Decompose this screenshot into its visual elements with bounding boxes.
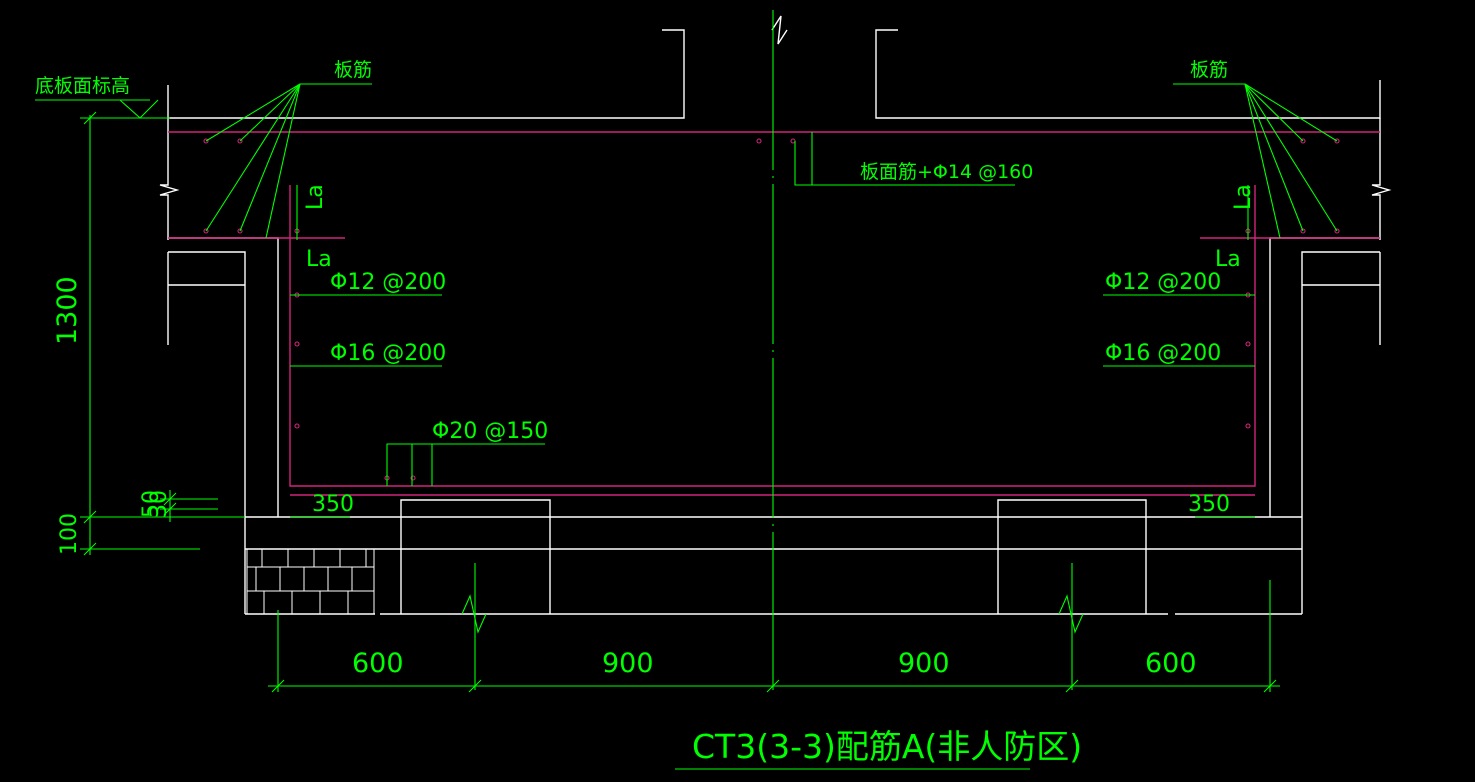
rebar-dots [203, 138, 1340, 481]
la-left: La [306, 247, 332, 272]
rebar-lines [168, 131, 1380, 496]
slab-bar-label-left: 板筋 [334, 59, 372, 81]
top-bar-label: 板面筋+Φ14 @160 [860, 161, 1033, 183]
right-floor-step [1269, 237, 1380, 517]
bar-12-right-label: Φ12 @200 [1105, 270, 1221, 295]
annotation-text: 底板面标高 板筋 板筋 板面筋+Φ14 @160 La La La La Φ12… [35, 59, 1256, 766]
annotation-lines [35, 10, 1338, 770]
dim-50: 50 [139, 490, 164, 518]
base-level-label: 底板面标高 [35, 75, 130, 97]
slab-bar-label-right: 板筋 [1190, 59, 1228, 81]
center-break-symbol [771, 15, 788, 45]
dim-900-left: 900 [602, 648, 654, 679]
bar-16-left-label: Φ16 @200 [330, 341, 446, 366]
upper-wall-outline [167, 29, 685, 119]
bar-20-label: Φ20 @150 [432, 419, 548, 444]
left-floor-inner [168, 251, 246, 517]
dim-100: 100 [57, 513, 82, 555]
right-slab-break [1371, 118, 1392, 240]
dim-600-right: 600 [1145, 648, 1197, 679]
dim-600-left: 600 [352, 648, 404, 679]
dim-900-right: 900 [898, 648, 950, 679]
left-slab-break [159, 118, 180, 240]
right-floor-inner [1301, 251, 1380, 517]
bar-12-left-label: Φ12 @200 [330, 270, 446, 295]
offset-left-label: 350 [312, 492, 354, 517]
dim-30: 30 [147, 490, 172, 518]
dim-1300: 1300 [52, 276, 83, 345]
la-right-vertical: La [1231, 184, 1256, 210]
pile-cap-left [400, 499, 551, 614]
offset-right-label: 350 [1188, 492, 1230, 517]
pile-cap-right [997, 499, 1147, 614]
concrete-outline [159, 15, 1392, 615]
left-floor-step [168, 237, 279, 517]
upper-wall-outline-right [875, 29, 1381, 119]
bar-16-right-label: Φ16 @200 [1105, 341, 1221, 366]
soil-hatch [246, 548, 375, 615]
la-left-vertical: La [303, 184, 328, 210]
drawing-title: CT3(3-3)配筋A(非人防区) [692, 727, 1082, 766]
la-right: La [1215, 247, 1241, 272]
